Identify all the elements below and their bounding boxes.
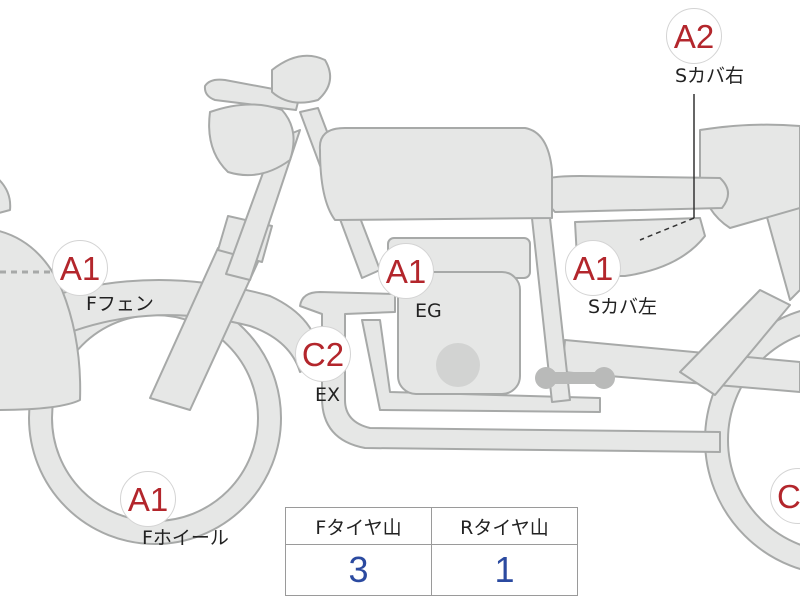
part-label-side-cover-right: Sカバ右 <box>675 65 745 87</box>
exhaust-pipe <box>299 291 721 453</box>
engine-block <box>387 237 531 395</box>
part-label-front-wheel: Fホイール <box>142 527 229 549</box>
tail-cowl <box>699 123 800 229</box>
table-value-row: 3 1 <box>285 544 578 596</box>
frame-cradle <box>361 319 601 413</box>
headlight <box>208 103 295 177</box>
grade-code: A1 <box>127 480 169 518</box>
front-tire-value: 3 <box>285 544 432 596</box>
table-header-row: Fタイヤ山 Rタイヤ山 <box>285 507 578 545</box>
grade-marker-front-wheel[interactable]: A1 <box>120 471 176 527</box>
part-label-side-cover-left: Sカバ左 <box>588 296 658 318</box>
grade-marker-side-cover-left[interactable]: A1 <box>565 240 621 296</box>
grade-marker-exhaust[interactable]: C2 <box>295 326 351 382</box>
grade-marker-side-cover-right[interactable]: A2 <box>666 8 722 64</box>
grade-code: C2 <box>301 335 345 373</box>
tire-tread-table: Fタイヤ山 Rタイヤ山 3 1 <box>285 507 578 596</box>
mirror-stub <box>0 179 12 214</box>
grade-code: A2 <box>673 17 715 55</box>
part-label-engine: EG <box>415 300 442 322</box>
leader-line-side-cover-right-dash <box>639 217 695 241</box>
grade-marker-front-fender[interactable]: A1 <box>52 240 108 296</box>
front-cowl <box>0 230 82 411</box>
grade-code: C <box>777 477 800 515</box>
rear-frame-rail <box>679 289 791 396</box>
footpeg <box>535 367 615 389</box>
grade-code: A1 <box>385 252 427 290</box>
front-tire-header: Fタイヤ山 <box>285 507 432 545</box>
rear-tire-header: Rタイヤ山 <box>431 507 578 545</box>
part-label-front-fender: Fフェン <box>86 293 154 315</box>
meter <box>271 54 332 104</box>
grade-code: A1 <box>572 249 614 287</box>
grade-code: A1 <box>59 249 101 287</box>
grade-marker-engine[interactable]: A1 <box>378 243 434 299</box>
part-label-exhaust: EX <box>315 384 341 406</box>
fuel-tank <box>318 127 553 221</box>
rear-tire-value: 1 <box>431 544 578 596</box>
seat <box>539 175 729 213</box>
